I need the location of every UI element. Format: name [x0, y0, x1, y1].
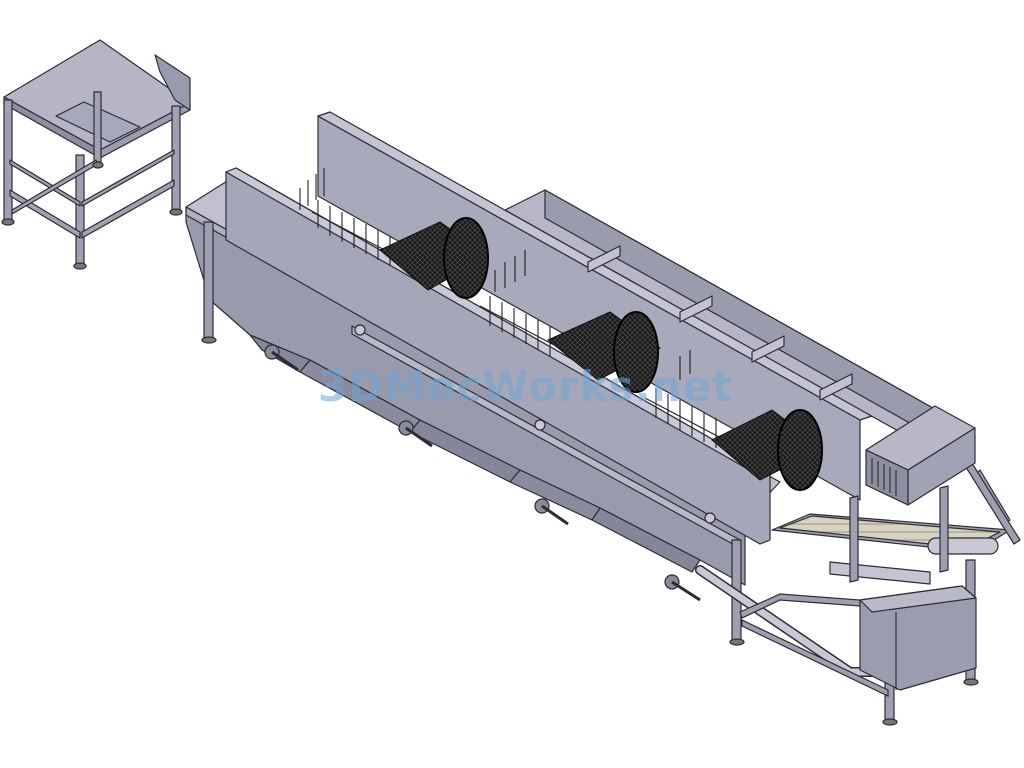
feeding-table — [1, 39, 191, 270]
drain-valve-1 — [264, 344, 299, 372]
drain-valves — [264, 344, 701, 602]
watermark-text: 3DMecWorks.net — [318, 362, 734, 411]
feeding-table-legs — [3, 91, 181, 266]
drum-3 — [711, 409, 823, 491]
drain-valve-2 — [398, 420, 433, 448]
return-pipe — [695, 565, 885, 677]
motor-gearbox — [865, 405, 976, 506]
washing-tank — [185, 111, 979, 726]
drum-2 — [547, 311, 661, 393]
drum-washers — [299, 168, 823, 491]
tine-rack-3 — [644, 350, 741, 449]
drain-valve-4 — [664, 574, 701, 602]
drain-valve-3 — [534, 498, 569, 526]
drum-1 — [379, 217, 489, 299]
tine-rack-2 — [479, 250, 576, 357]
tine-rack-1 — [299, 168, 401, 266]
discharge-conveyor — [771, 405, 1021, 691]
base-frame — [739, 593, 889, 697]
